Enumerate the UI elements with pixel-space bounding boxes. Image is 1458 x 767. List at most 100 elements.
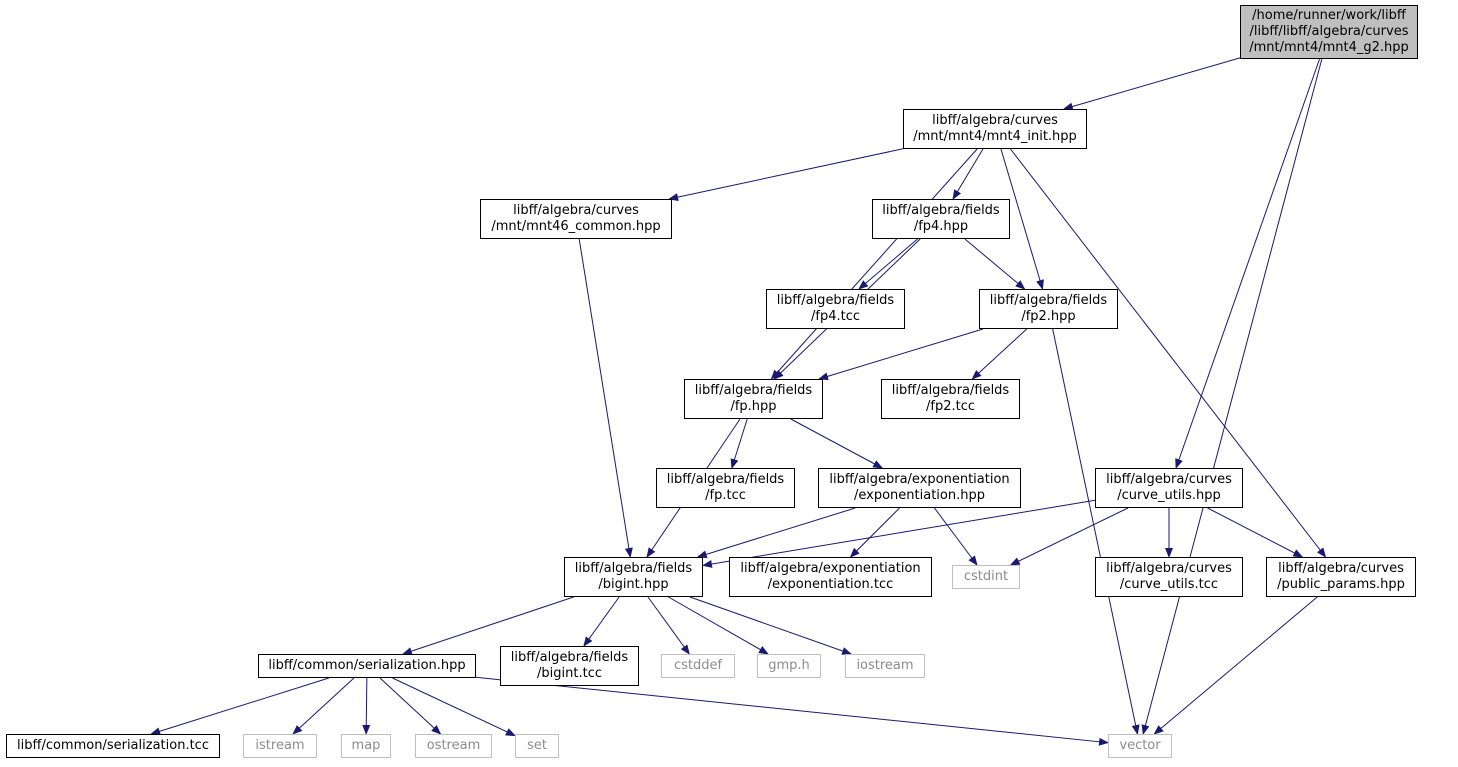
node-label-line: libff/algebra/fields: [776, 293, 895, 308]
node-label-line: /mnt/mnt46_common.hpp: [491, 219, 661, 234]
node-mnt4_g2[interactable]: /home/runner/work/libff/libff/libff/alge…: [1240, 5, 1418, 59]
node-label-line: /fp.tcc: [705, 488, 746, 503]
node-exp_tcc[interactable]: libff/algebra/exponentiation/exponentiat…: [729, 557, 932, 597]
edge-fp2_hpp-to-fp2_tcc: [971, 328, 1028, 380]
edge-serialization_hpp-to-ostream: [379, 677, 442, 735]
node-label-line: libff/algebra/fields: [666, 472, 785, 487]
node-cstddef: cstddef: [661, 654, 735, 678]
node-label-line: ostream: [426, 738, 481, 753]
node-label-line: /fp4.tcc: [810, 309, 860, 324]
node-label-line: libff/algebra/exponentiation: [740, 561, 921, 576]
edge-mnt4_init-to-fp4_hpp: [952, 148, 984, 200]
edge-fp_hpp-to-fp_tcc: [730, 418, 748, 469]
edge-mnt4_init-to-fp_hpp: [770, 148, 978, 380]
node-label-line: /curve_utils.tcc: [1119, 577, 1219, 592]
edge-serialization_hpp-to-serialization_tcc: [150, 677, 330, 736]
node-label-line: gmp.h: [768, 658, 810, 673]
node-label-line: iostream: [856, 658, 914, 673]
node-label-line: cstddef: [673, 658, 723, 673]
edge-exp_hpp-to-cstdint: [934, 507, 978, 566]
edge-mnt4_init-to-fp2_hpp: [1000, 148, 1044, 290]
node-label-line: libff/algebra/curves: [513, 203, 639, 218]
node-public_params[interactable]: libff/algebra/curves/public_params.hpp: [1266, 557, 1416, 597]
node-mnt4_init[interactable]: libff/algebra/curves/mnt/mnt4/mnt4_init.…: [903, 109, 1087, 149]
node-bigint_hpp[interactable]: libff/algebra/fields/bigint.hpp: [564, 557, 703, 597]
node-label-line: /fp.hpp: [730, 399, 777, 414]
edge-fp4_hpp-to-fp4_tcc: [858, 238, 918, 290]
node-label-line: /mnt/mnt4/mnt4_g2.hpp: [1249, 40, 1409, 55]
node-ostream: ostream: [415, 734, 492, 758]
node-bigint_tcc[interactable]: libff/algebra/fields/bigint.tcc: [500, 646, 639, 686]
edge-fp2_hpp-to-fp_hpp: [818, 328, 984, 381]
edge-curve_utils_hpp-to-cstdint: [1009, 507, 1129, 566]
node-istream: istream: [243, 734, 317, 758]
node-label-line: libff/algebra/fields: [989, 293, 1108, 308]
edge-mnt4_g2-to-curve_utils_hpp: [1175, 58, 1320, 469]
node-label-line: /exponentiation.hpp: [854, 488, 985, 503]
edge-fp_hpp-to-exp_hpp: [790, 418, 884, 469]
node-label-line: /curve_utils.hpp: [1117, 488, 1221, 503]
edge-curve_utils_hpp-to-bigint_hpp: [702, 499, 1096, 568]
edge-serialization_hpp-to-vector: [475, 676, 1109, 746]
node-label-line: libff/algebra/curves: [1278, 561, 1404, 576]
node-exp_hpp[interactable]: libff/algebra/exponentiation/exponentiat…: [818, 468, 1021, 508]
node-fp_hpp[interactable]: libff/algebra/fields/fp.hpp: [684, 379, 823, 419]
edge-public_params-to-vector: [1153, 596, 1318, 735]
node-label-line: /public_params.hpp: [1277, 577, 1405, 592]
node-label-line: /mnt/mnt4/mnt4_init.hpp: [913, 129, 1077, 144]
edge-exp_hpp-to-bigint_hpp: [696, 507, 856, 559]
edge-bigint_hpp-to-bigint_tcc: [583, 596, 620, 647]
node-fp4_tcc[interactable]: libff/algebra/fields/fp4.tcc: [766, 289, 905, 329]
edge-fp4_hpp-to-fp2_hpp: [964, 238, 1026, 290]
node-vector: vector: [1108, 734, 1172, 758]
node-label-line: map: [351, 738, 381, 753]
node-label-line: libff/algebra/fields: [891, 383, 1010, 398]
edge-bigint_hpp-to-serialization_hpp: [401, 596, 574, 655]
node-fp_tcc[interactable]: libff/algebra/fields/fp.tcc: [656, 468, 795, 508]
node-label-line: vector: [1119, 738, 1161, 753]
node-label-line: /fp2.hpp: [1021, 309, 1076, 324]
node-fp2_tcc[interactable]: libff/algebra/fields/fp2.tcc: [881, 379, 1020, 419]
node-label-line: libff/algebra/fields: [694, 383, 813, 398]
node-label-line: cstdint: [963, 569, 1009, 584]
node-label-line: libff/algebra/exponentiation: [829, 472, 1010, 487]
node-label-line: libff/algebra/curves: [1106, 561, 1232, 576]
node-label-line: libff/algebra/curves: [932, 113, 1058, 128]
edge-serialization_hpp-to-map: [362, 677, 371, 735]
edge-mnt46_common-to-bigint_hpp: [578, 238, 633, 558]
node-gmp: gmp.h: [757, 654, 821, 678]
node-label-line: /bigint.tcc: [537, 666, 602, 681]
edge-mnt4_g2-to-vector: [1141, 58, 1323, 735]
edge-fp2_hpp-to-vector: [1052, 328, 1140, 735]
edge-bigint_hpp-to-iostream: [689, 596, 853, 655]
node-iostream: iostream: [845, 654, 925, 678]
node-map: map: [341, 734, 391, 758]
node-label-line: libff/algebra/curves: [1106, 472, 1232, 487]
edge-curve_utils_hpp-to-public_params: [1207, 507, 1304, 558]
node-set: set: [515, 734, 559, 758]
edge-exp_hpp-to-exp_tcc: [849, 507, 900, 558]
node-label-line: /bigint.hpp: [598, 577, 669, 592]
node-label-line: libff/common/serialization.hpp: [268, 658, 466, 673]
node-label-line: set: [527, 738, 547, 753]
node-label-line: libff/common/serialization.tcc: [17, 738, 209, 753]
node-serialization_hpp[interactable]: libff/common/serialization.hpp: [258, 654, 476, 678]
node-fp2_hpp[interactable]: libff/algebra/fields/fp2.hpp: [979, 289, 1118, 329]
node-label-line: libff/algebra/fields: [510, 650, 629, 665]
edge-serialization_hpp-to-set: [392, 677, 516, 737]
node-label-line: /fp4.hpp: [913, 219, 969, 234]
node-label-line: libff/algebra/fields: [574, 561, 693, 576]
node-cstdint: cstdint: [952, 565, 1020, 589]
node-serialization_tcc[interactable]: libff/common/serialization.tcc: [6, 734, 220, 758]
node-mnt46_common[interactable]: libff/algebra/curves/mnt/mnt46_common.hp…: [480, 199, 672, 239]
node-label-line: /fp2.tcc: [925, 399, 975, 414]
node-curve_utils_tcc[interactable]: libff/algebra/curves/curve_utils.tcc: [1095, 557, 1243, 597]
node-label-line: istream: [255, 738, 305, 753]
node-label-line: /libff/libff/algebra/curves: [1249, 24, 1409, 39]
node-fp4_hpp[interactable]: libff/algebra/fields/fp4.hpp: [872, 199, 1010, 239]
edge-mnt4_init-to-mnt46_common: [668, 148, 904, 202]
edge-bigint_hpp-to-cstddef: [647, 596, 690, 655]
node-label-line: /home/runner/work/libff: [1252, 8, 1406, 23]
node-curve_utils_hpp[interactable]: libff/algebra/curves/curve_utils.hpp: [1095, 468, 1243, 508]
